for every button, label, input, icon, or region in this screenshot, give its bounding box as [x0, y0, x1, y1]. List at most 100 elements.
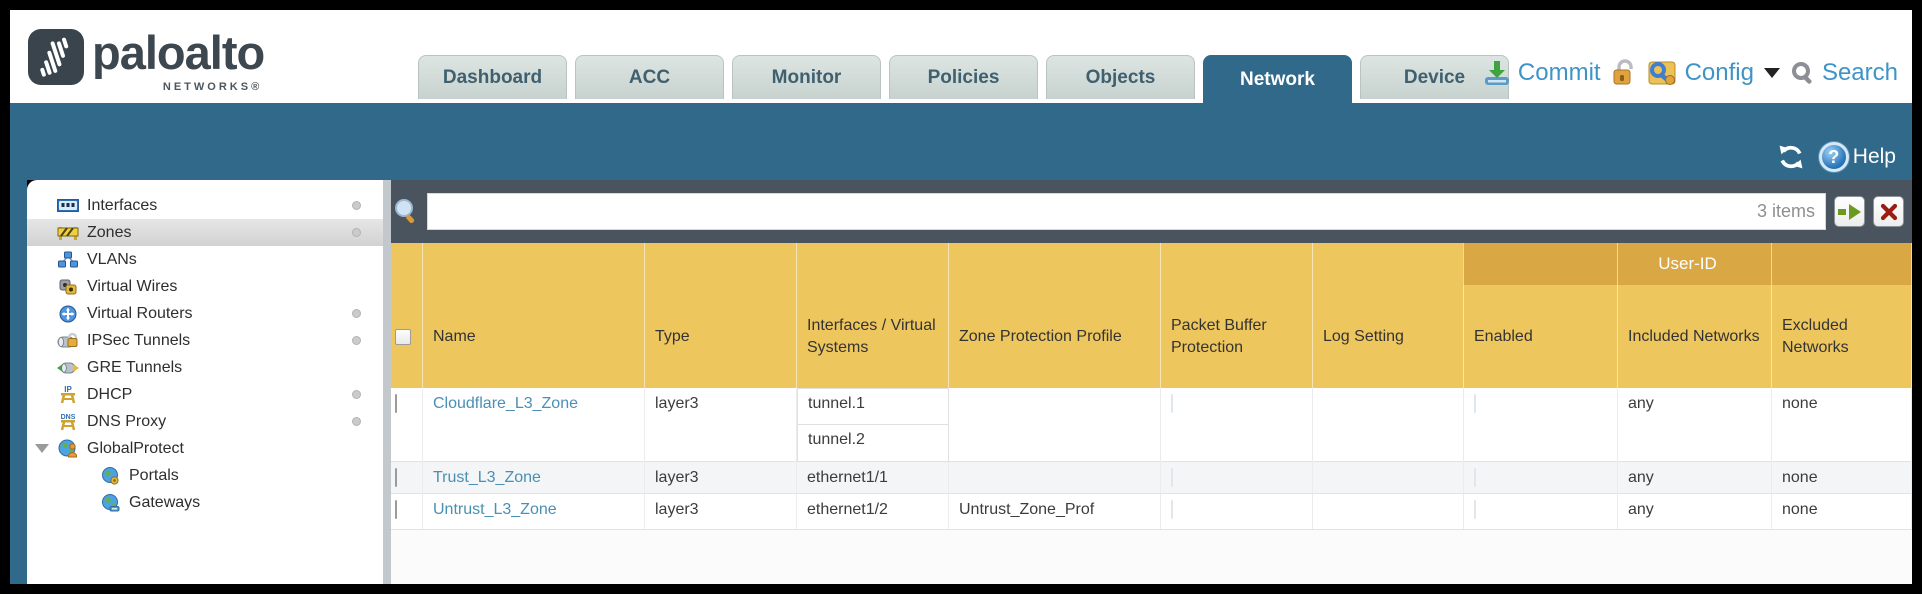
config-icon	[1648, 61, 1676, 85]
column-header-included-networks[interactable]: Included Networks	[1618, 243, 1772, 388]
sidebar-item-gateways[interactable]: Gateways	[27, 489, 383, 516]
tab-dashboard[interactable]: Dashboard	[418, 55, 567, 99]
clear-filter-button[interactable]	[1873, 196, 1904, 227]
zone-type: layer3	[645, 494, 797, 529]
sidebar-splitter[interactable]	[383, 180, 391, 584]
column-header-type[interactable]: Type	[645, 243, 797, 388]
table-row-cloudflare[interactable]: Cloudflare_L3_Zone layer3 tunnel.1 tunne…	[391, 388, 1912, 462]
help-button[interactable]: ? Help	[1818, 142, 1896, 172]
refresh-icon[interactable]	[1777, 143, 1805, 171]
zone-interface: tunnel.1	[797, 388, 949, 425]
tab-device[interactable]: Device	[1360, 55, 1509, 99]
virtual-wires-icon	[57, 278, 79, 296]
filter-input-wrap: 3 items	[427, 193, 1826, 230]
apply-filter-button[interactable]	[1834, 196, 1865, 227]
included-networks: any	[1618, 388, 1772, 462]
zone-type: layer3	[645, 462, 797, 493]
excluded-networks: none	[1772, 388, 1912, 462]
sidebar-item-dns-proxy[interactable]: DNS DNS Proxy	[27, 408, 383, 435]
filter-bar: 3 items	[391, 180, 1912, 243]
packet-buffer-checkbox[interactable]	[1171, 468, 1173, 487]
status-dot	[352, 309, 361, 318]
sidebar-item-portals[interactable]: Portals	[27, 462, 383, 489]
help-label: Help	[1852, 145, 1896, 168]
tab-monitor[interactable]: Monitor	[732, 55, 881, 99]
config-caret-icon	[1763, 68, 1780, 78]
zone-name-link[interactable]: Cloudflare_L3_Zone	[423, 388, 645, 462]
dns-proxy-icon: DNS	[57, 413, 79, 431]
commit-button[interactable]: Commit	[1482, 59, 1601, 87]
excluded-networks: none	[1772, 494, 1912, 529]
green-arrow-icon	[1849, 203, 1861, 220]
zone-interface: ethernet1/2	[797, 494, 949, 529]
svg-text:DNS: DNS	[61, 414, 76, 421]
column-header-zone-protection-profile[interactable]: Zone Protection Profile	[949, 243, 1161, 388]
lock-icon[interactable]	[1611, 59, 1637, 87]
userid-enabled-checkbox[interactable]	[1474, 468, 1476, 487]
zone-name-link[interactable]: Untrust_L3_Zone	[423, 494, 645, 529]
help-icon: ?	[1818, 142, 1849, 172]
network-sidebar: Interfaces Zones VLANs Virtual Wires	[27, 180, 383, 584]
sidebar-item-label: Virtual Wires	[87, 277, 178, 295]
zone-type: layer3	[645, 388, 797, 462]
packet-buffer-checkbox[interactable]	[1171, 500, 1173, 519]
table-row-untrust[interactable]: Untrust_L3_Zone layer3 ethernet1/2 Untru…	[391, 494, 1912, 530]
column-header-excluded-networks[interactable]: Excluded Networks	[1772, 243, 1912, 388]
sidebar-item-virtual-routers[interactable]: Virtual Routers	[27, 300, 383, 327]
sidebar-item-gre-tunnels[interactable]: GRE Tunnels	[27, 354, 383, 381]
column-header-interfaces[interactable]: Interfaces / Virtual Systems	[797, 243, 949, 388]
ipsec-tunnels-icon	[57, 332, 79, 350]
filter-input[interactable]	[428, 194, 1825, 229]
search-button[interactable]: Search	[1790, 59, 1898, 87]
tab-network[interactable]: Network	[1203, 55, 1352, 103]
tab-objects[interactable]: Objects	[1046, 55, 1195, 99]
column-header-enabled[interactable]: Enabled	[1464, 243, 1618, 388]
status-dot	[352, 336, 361, 345]
userid-enabled-checkbox[interactable]	[1474, 500, 1476, 519]
tab-acc[interactable]: ACC	[575, 55, 724, 99]
row-checkbox[interactable]	[395, 500, 397, 519]
column-header-log-setting[interactable]: Log Setting	[1313, 243, 1464, 388]
userid-enabled-checkbox[interactable]	[1474, 394, 1476, 413]
paloalto-logo-icon	[28, 29, 84, 85]
column-header-name[interactable]: Name	[423, 243, 645, 388]
sidebar-item-vlans[interactable]: VLANs	[27, 246, 383, 273]
log-setting	[1313, 462, 1464, 493]
sidebar-item-globalprotect[interactable]: GlobalProtect	[27, 435, 383, 462]
sidebar-item-zones[interactable]: Zones	[27, 219, 383, 246]
config-button[interactable]: Config	[1647, 58, 1780, 88]
zone-name-link[interactable]: Trust_L3_Zone	[423, 462, 645, 493]
zone-protection-profile	[949, 388, 1161, 462]
log-setting	[1313, 494, 1464, 529]
sidebar-item-label: DHCP	[87, 385, 133, 403]
vlans-icon	[57, 251, 79, 269]
status-dot	[352, 228, 361, 237]
packet-buffer-checkbox[interactable]	[1171, 394, 1173, 413]
tab-policies[interactable]: Policies	[889, 55, 1038, 99]
zone-interface: ethernet1/1	[797, 462, 949, 493]
table-row-trust[interactable]: Trust_L3_Zone layer3 ethernet1/1 any non…	[391, 462, 1912, 494]
sidebar-item-virtual-wires[interactable]: Virtual Wires	[27, 273, 383, 300]
zones-content: 3 items User-ID Name Type Interfaces / V…	[391, 180, 1912, 584]
sidebar-item-label: Zones	[87, 223, 132, 241]
config-label: Config	[1684, 59, 1754, 86]
zones-table-body: Cloudflare_L3_Zone layer3 tunnel.1 tunne…	[391, 388, 1912, 584]
sidebar-item-ipsec-tunnels[interactable]: IPSec Tunnels	[27, 327, 383, 354]
status-dot	[352, 390, 361, 399]
svg-text:IP: IP	[64, 385, 72, 394]
expander-icon[interactable]	[35, 444, 49, 453]
row-checkbox[interactable]	[395, 394, 397, 413]
included-networks: any	[1618, 462, 1772, 493]
select-all-checkbox[interactable]	[395, 328, 411, 345]
sidebar-item-interfaces[interactable]: Interfaces	[27, 192, 383, 219]
zone-protection-profile: Untrust_Zone_Prof	[949, 494, 1161, 529]
paloalto-logo: paloalto NETWORKS®	[28, 25, 265, 93]
sidebar-item-label: DNS Proxy	[87, 412, 167, 430]
row-checkbox[interactable]	[395, 468, 397, 487]
sidebar-item-label: VLANs	[87, 250, 137, 268]
column-header-packet-buffer-protection[interactable]: Packet Buffer Protection	[1161, 243, 1313, 388]
select-all-column	[391, 243, 423, 388]
sidebar-item-label: Portals	[129, 466, 179, 484]
portals-icon	[99, 466, 121, 485]
sidebar-item-dhcp[interactable]: IP DHCP	[27, 381, 383, 408]
